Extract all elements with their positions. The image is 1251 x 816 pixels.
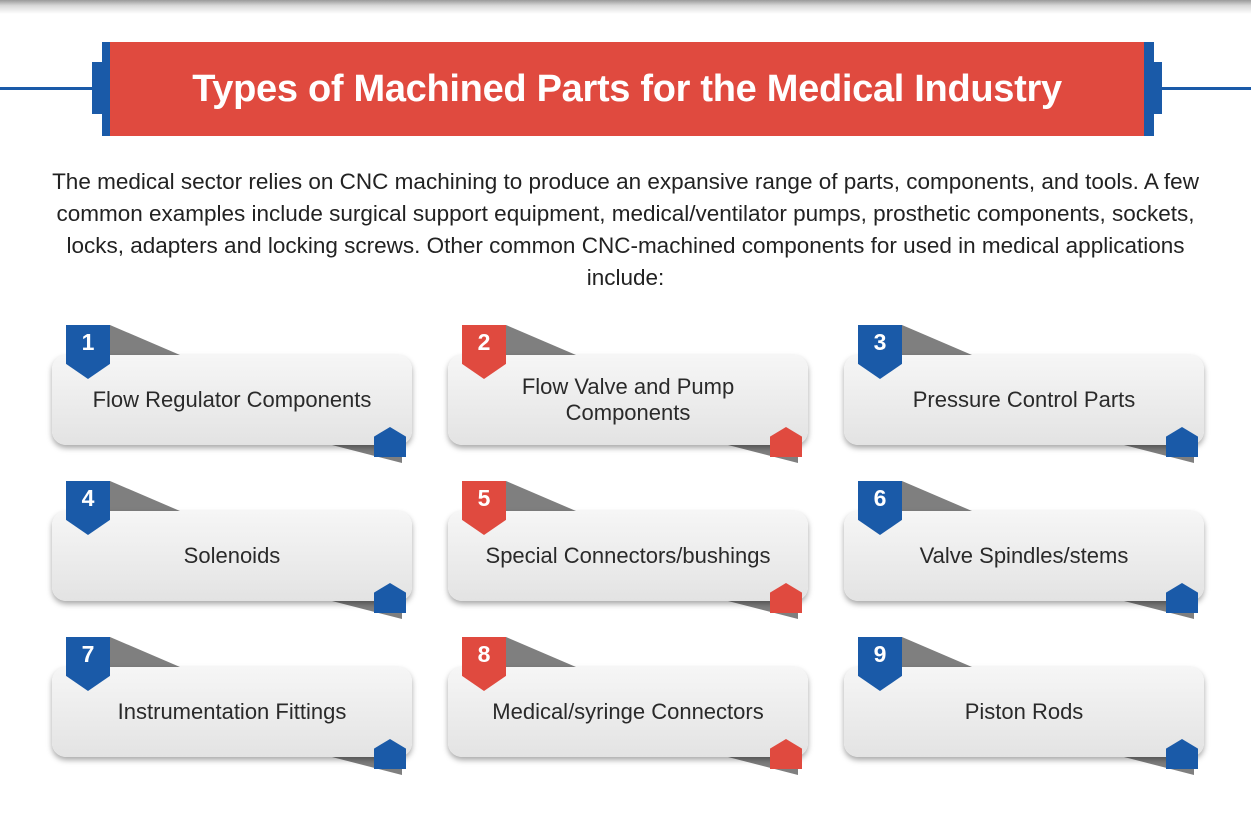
top-shadow [0, 0, 1251, 14]
card-8: Medical/syringe Connectors 8 [448, 637, 808, 775]
header-cap-left-inner [102, 42, 112, 136]
card-tail [902, 325, 972, 355]
card-6: Valve Spindles/stems 6 [844, 481, 1204, 619]
card-tail [902, 637, 972, 667]
card-body: Flow Valve and Pump Components [448, 355, 808, 445]
card-tail [110, 325, 180, 355]
card-label: Flow Valve and Pump Components [521, 374, 735, 425]
card-1: Flow Regulator Components 1 [52, 325, 412, 463]
card-label: Pressure Control Parts [912, 387, 1136, 412]
card-body: Special Connectors/bushings [448, 511, 808, 601]
card-body: Solenoids [52, 511, 412, 601]
card-2: Flow Valve and Pump Components 2 [448, 325, 808, 463]
card-label: Medical/syringe Connectors [492, 699, 764, 724]
header-rule-right [1152, 87, 1251, 90]
card-body: Piston Rods [844, 667, 1204, 757]
card-tail [506, 481, 576, 511]
title-banner: Types of Machined Parts for the Medical … [110, 42, 1144, 136]
card-label: Instrumentation Fittings [117, 699, 347, 724]
card-body: Flow Regulator Components [52, 355, 412, 445]
card-label: Piston Rods [964, 699, 1084, 724]
card-7: Instrumentation Fittings 7 [52, 637, 412, 775]
card-5: Special Connectors/bushings 5 [448, 481, 808, 619]
card-tail [506, 637, 576, 667]
card-4: Solenoids 4 [52, 481, 412, 619]
header-rule-left [0, 87, 102, 90]
card-tail [110, 637, 180, 667]
card-label: Valve Spindles/stems [919, 543, 1129, 568]
card-label: Flow Regulator Components [92, 387, 372, 412]
card-tail [902, 481, 972, 511]
card-tail [506, 325, 576, 355]
card-9: Piston Rods 9 [844, 637, 1204, 775]
card-tail [110, 481, 180, 511]
card-body: Pressure Control Parts [844, 355, 1204, 445]
card-3: Pressure Control Parts 3 [844, 325, 1204, 463]
card-label: Special Connectors/bushings [485, 543, 771, 568]
page-title: Types of Machined Parts for the Medical … [192, 67, 1062, 110]
intro-paragraph: The medical sector relies on CNC machini… [52, 169, 1199, 290]
header-cap-right-outer [1148, 62, 1162, 114]
card-label: Solenoids [183, 543, 281, 568]
card-body: Medical/syringe Connectors [448, 667, 808, 757]
card-body: Instrumentation Fittings [52, 667, 412, 757]
card-body: Valve Spindles/stems [844, 511, 1204, 601]
